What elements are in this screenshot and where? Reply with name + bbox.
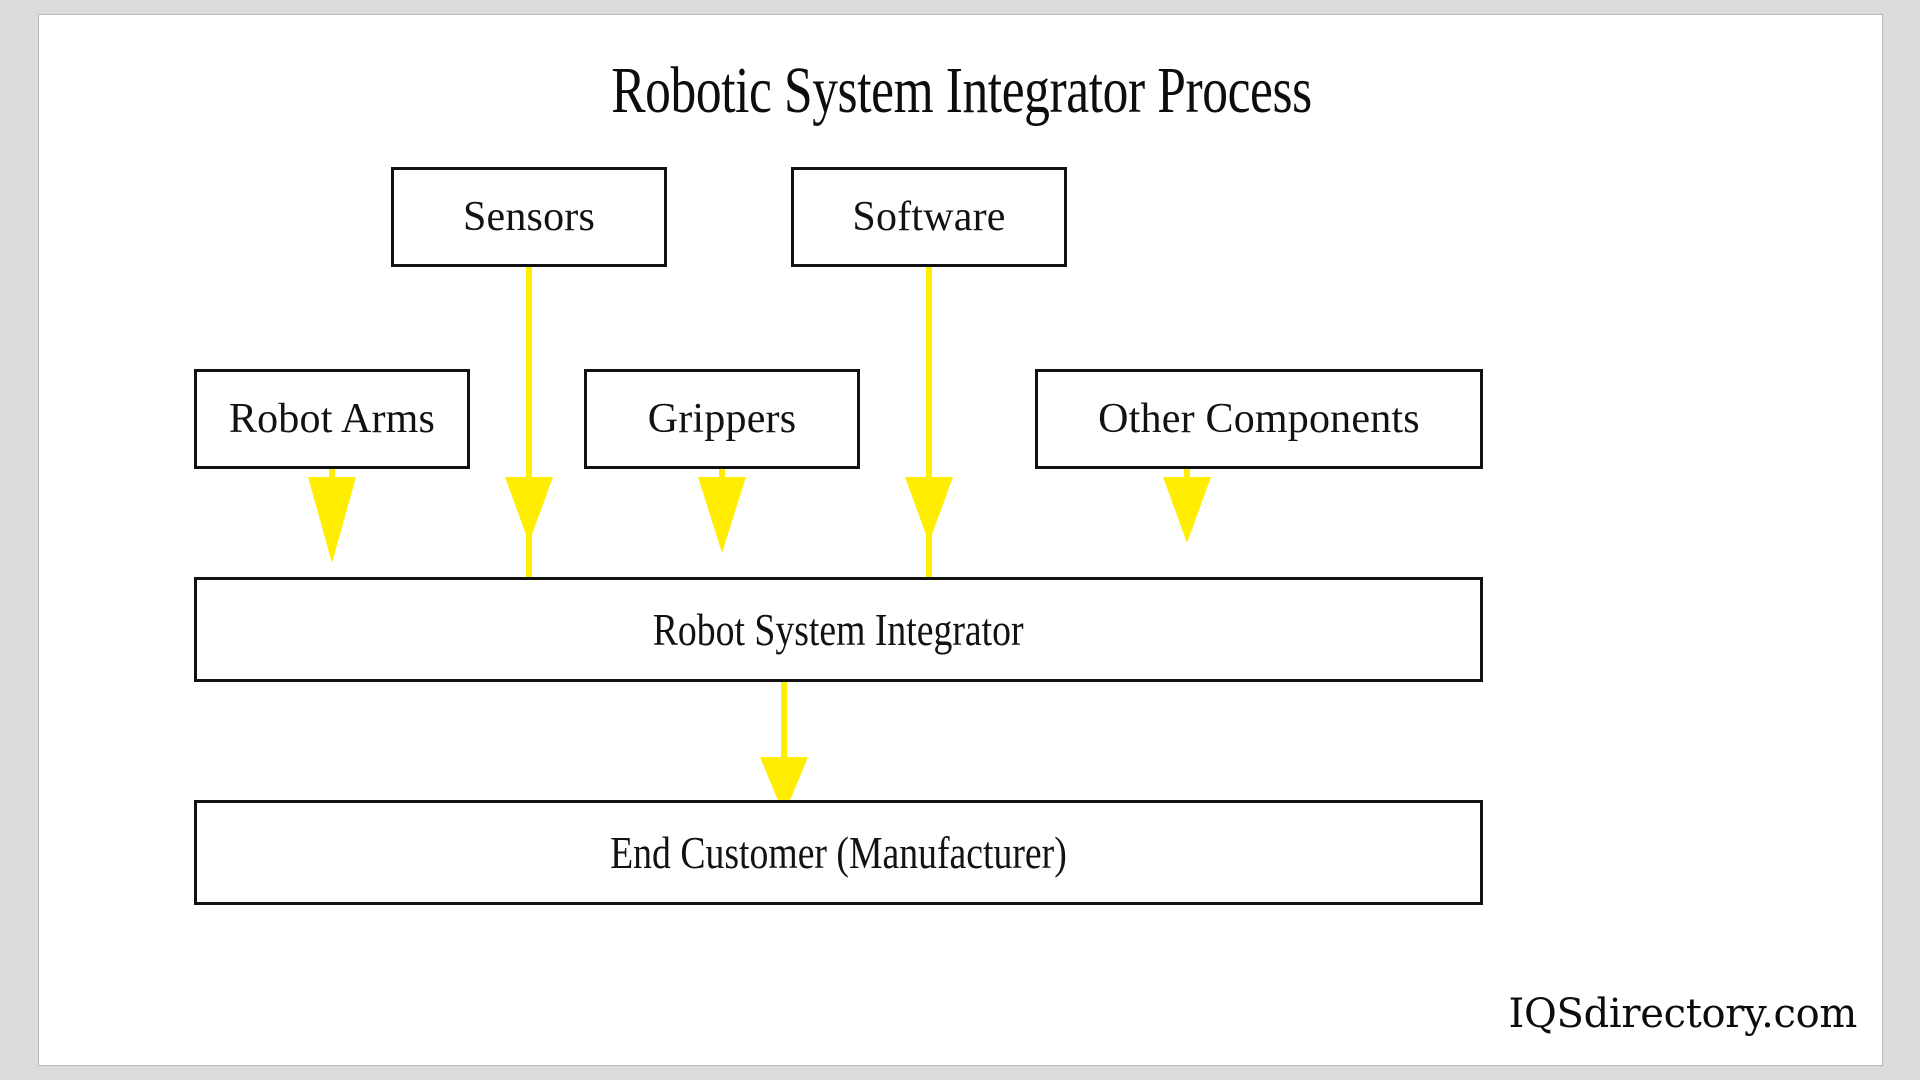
diagram-canvas: Robotic System Integrator Process xyxy=(38,14,1883,1066)
watermark-iqsdirectory: IQSdirectory.com xyxy=(1508,991,1858,1037)
node-robot-system-integrator-label: Robot System Integrator xyxy=(653,603,1024,655)
node-grippers[interactable]: Grippers xyxy=(584,369,860,469)
node-other-components[interactable]: Other Components xyxy=(1035,369,1483,469)
node-sensors[interactable]: Sensors xyxy=(391,167,667,267)
arrow-sensors-to-integrator xyxy=(505,267,553,577)
node-robot-arms-label: Robot Arms xyxy=(228,396,436,442)
node-sensors-label: Sensors xyxy=(462,194,596,240)
arrow-integrator-to-customer xyxy=(760,682,808,815)
node-other-components-label: Other Components xyxy=(1098,396,1420,442)
node-software-label: Software xyxy=(852,194,1006,240)
node-grippers-label: Grippers xyxy=(647,396,797,442)
arrow-other-to-integrator xyxy=(1163,469,1211,543)
node-robot-arms[interactable]: Robot Arms xyxy=(194,369,470,469)
page-title: Robotic System Integrator Process xyxy=(611,54,1312,127)
node-end-customer-label: End Customer (Manufacturer) xyxy=(610,826,1067,878)
arrow-robot-arms-to-integrator xyxy=(308,469,356,563)
arrow-grippers-to-integrator xyxy=(698,469,746,553)
node-end-customer[interactable]: End Customer (Manufacturer) xyxy=(194,800,1483,905)
node-robot-system-integrator[interactable]: Robot System Integrator xyxy=(194,577,1483,682)
arrow-software-to-integrator xyxy=(905,267,953,577)
node-software[interactable]: Software xyxy=(791,167,1067,267)
